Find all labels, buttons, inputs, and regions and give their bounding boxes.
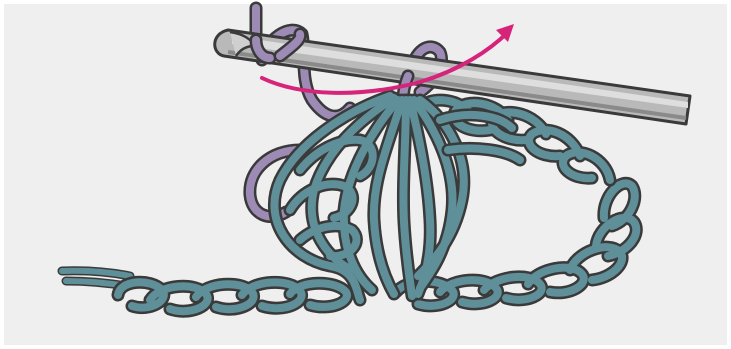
- illustration-frame: [0, 0, 731, 349]
- crochet-illustration: [0, 0, 731, 349]
